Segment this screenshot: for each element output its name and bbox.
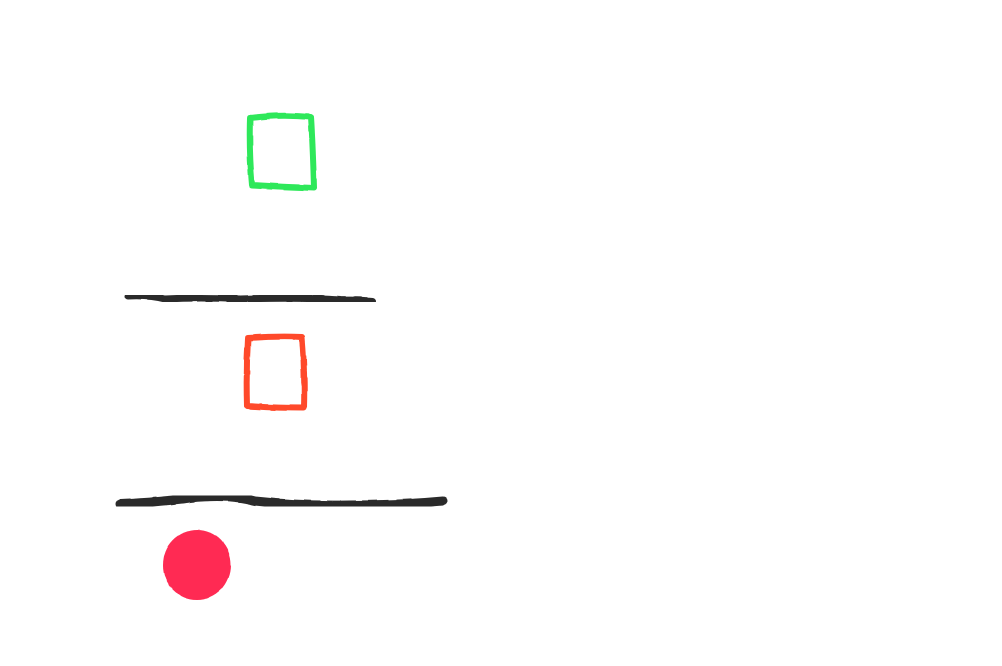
upper-black-line <box>124 292 376 305</box>
green-square <box>246 112 317 191</box>
red-dot <box>163 530 231 600</box>
lower-black-line <box>115 492 448 510</box>
orange-rectangle <box>243 333 308 411</box>
